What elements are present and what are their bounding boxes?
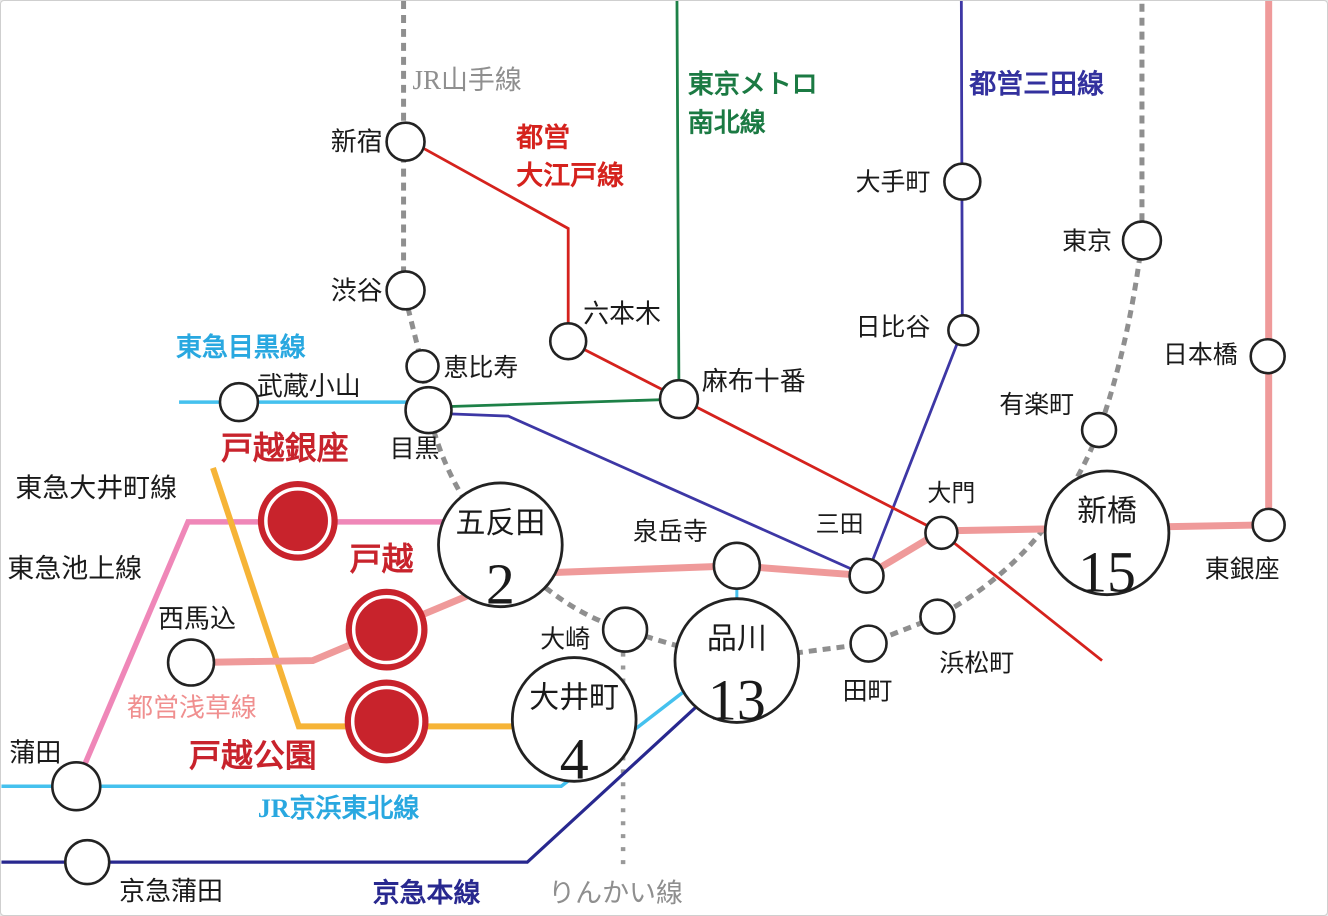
line-label-tokyo-metro-namboku-2: 南北線: [688, 108, 766, 138]
station-hamamatsucho: [919, 598, 956, 635]
station-minutes-oimachi: 4: [560, 726, 589, 791]
station-label-otemachi: 大手町: [856, 169, 931, 197]
line-label-jr-keihin-tohoku: JR京浜東北線: [258, 793, 419, 823]
line-keikyu-main: [1, 691, 713, 864]
line-label-toei-oedo-1: 都営: [515, 122, 570, 153]
station-musashi-koyama: [218, 381, 260, 423]
station-label-nihombashi: 日本橋: [1163, 341, 1238, 369]
station-nihombashi: [1249, 337, 1286, 375]
station-label-shibuya: 渋谷: [331, 276, 383, 305]
station-meguro: [404, 385, 453, 435]
highlighted-station-label-togoshi-ginza: 戸越銀座: [221, 430, 349, 466]
highlighted-station-togoshi-ginza: [257, 480, 338, 561]
line-label-rinkai: りんかい線: [548, 878, 683, 908]
station-gotanda: [437, 481, 564, 609]
highlighted-station-ring-togoshi: [351, 594, 422, 665]
station-tokyo: [1121, 220, 1163, 261]
line-label-tokyu-meguro: 東急目黒線: [176, 332, 306, 362]
station-label-nishi-magome: 西馬込: [158, 605, 236, 634]
line-jr-keihin-tohoku: [1, 670, 711, 789]
station-label-tokyo: 東京: [1062, 227, 1112, 255]
station-label-kamata: 蒲田: [9, 738, 61, 767]
highlighted-station-ring-togoshi-koen: [350, 685, 423, 758]
station-label-azabu-juban: 麻布十番: [702, 367, 806, 396]
station-osaki: [601, 606, 649, 653]
station-keikyu-kamata: [64, 838, 111, 886]
station-roppongi: [548, 321, 588, 361]
highlighted-station-label-togoshi: 戸越: [350, 542, 414, 577]
station-minutes-shinagawa: 13: [708, 667, 766, 732]
station-nishi-magome: [166, 638, 216, 687]
station-tamachi: [849, 624, 888, 663]
station-shimbashi: [1043, 469, 1171, 597]
station-label-sengakuji: 泉岳寺: [633, 518, 708, 546]
station-higashi-ginza: [1251, 507, 1286, 543]
line-tokyu-ikegami: [76, 519, 445, 779]
station-label-keikyu-kamata: 京急蒲田: [119, 877, 223, 906]
line-label-tokyu-ikegami: 東急池上線: [7, 554, 142, 584]
station-azabu-juban: [658, 378, 700, 420]
highlighted-station-togoshi-koen: [344, 679, 429, 764]
station-hibiya: [947, 314, 980, 347]
line-label-jr-yamanote: JR山手線: [413, 65, 522, 95]
station-label-higashi-ginza: 東銀座: [1205, 556, 1280, 584]
highlighted-station-ring-togoshi-ginza: [264, 487, 332, 555]
highlighted-station-label-togoshi-koen: 戸越公園: [189, 738, 317, 773]
station-sengakuji: [712, 541, 762, 591]
line-label-toei-asakusa: 都営浅草線: [127, 693, 257, 722]
station-label-yurakucho: 有楽町: [999, 391, 1074, 419]
station-label-mita: 三田: [816, 512, 864, 538]
station-label-shinjuku: 新宿: [331, 128, 383, 157]
station-label-tamachi: 田町: [843, 678, 893, 705]
line-label-tokyo-metro-namboku-1: 東京メトロ: [688, 69, 818, 99]
station-shibuya: [385, 270, 426, 311]
station-mita: [848, 557, 885, 595]
line-toei-asakusa: [195, 1, 1273, 667]
station-otemachi: [943, 162, 982, 201]
station-label-shinagawa: 品川: [707, 623, 767, 656]
station-minutes-gotanda: 2: [486, 552, 515, 617]
highlighted-station-togoshi: [345, 588, 428, 671]
station-daimon: [924, 515, 959, 551]
station-label-roppongi: 六本木: [583, 299, 661, 328]
station-label-shimbashi: 新橋: [1077, 495, 1137, 528]
station-minutes-shimbashi: 15: [1078, 540, 1136, 605]
line-tokyu-oimachi: [210, 467, 541, 730]
station-label-hibiya: 日比谷: [856, 313, 931, 341]
line-label-toei-oedo-2: 大江戸線: [516, 160, 624, 191]
station-label-daimon: 大門: [927, 480, 975, 507]
station-label-oimachi: 大井町: [529, 681, 619, 714]
line-label-keikyu-main: 京急本線: [373, 877, 481, 908]
station-shinjuku: [385, 121, 426, 162]
station-label-ebisu: 恵比寿: [443, 354, 518, 382]
station-label-meguro: 目黒: [390, 436, 440, 463]
station-label-gotanda: 五反田: [455, 507, 545, 540]
station-label-osaki: 大崎: [540, 626, 590, 654]
station-kamata: [51, 761, 102, 812]
line-label-tokyu-oimachi: 東急大井町線: [15, 473, 177, 503]
station-label-musashi-koyama: 武蔵小山: [257, 372, 361, 401]
station-ebisu: [405, 348, 440, 384]
line-label-toei-mita: 都営三田線: [968, 68, 1104, 99]
station-oimachi: [510, 656, 638, 783]
station-yurakucho: [1080, 411, 1118, 449]
station-shinagawa: [673, 597, 801, 724]
station-label-hamamatsucho: 浜松町: [939, 650, 1014, 678]
